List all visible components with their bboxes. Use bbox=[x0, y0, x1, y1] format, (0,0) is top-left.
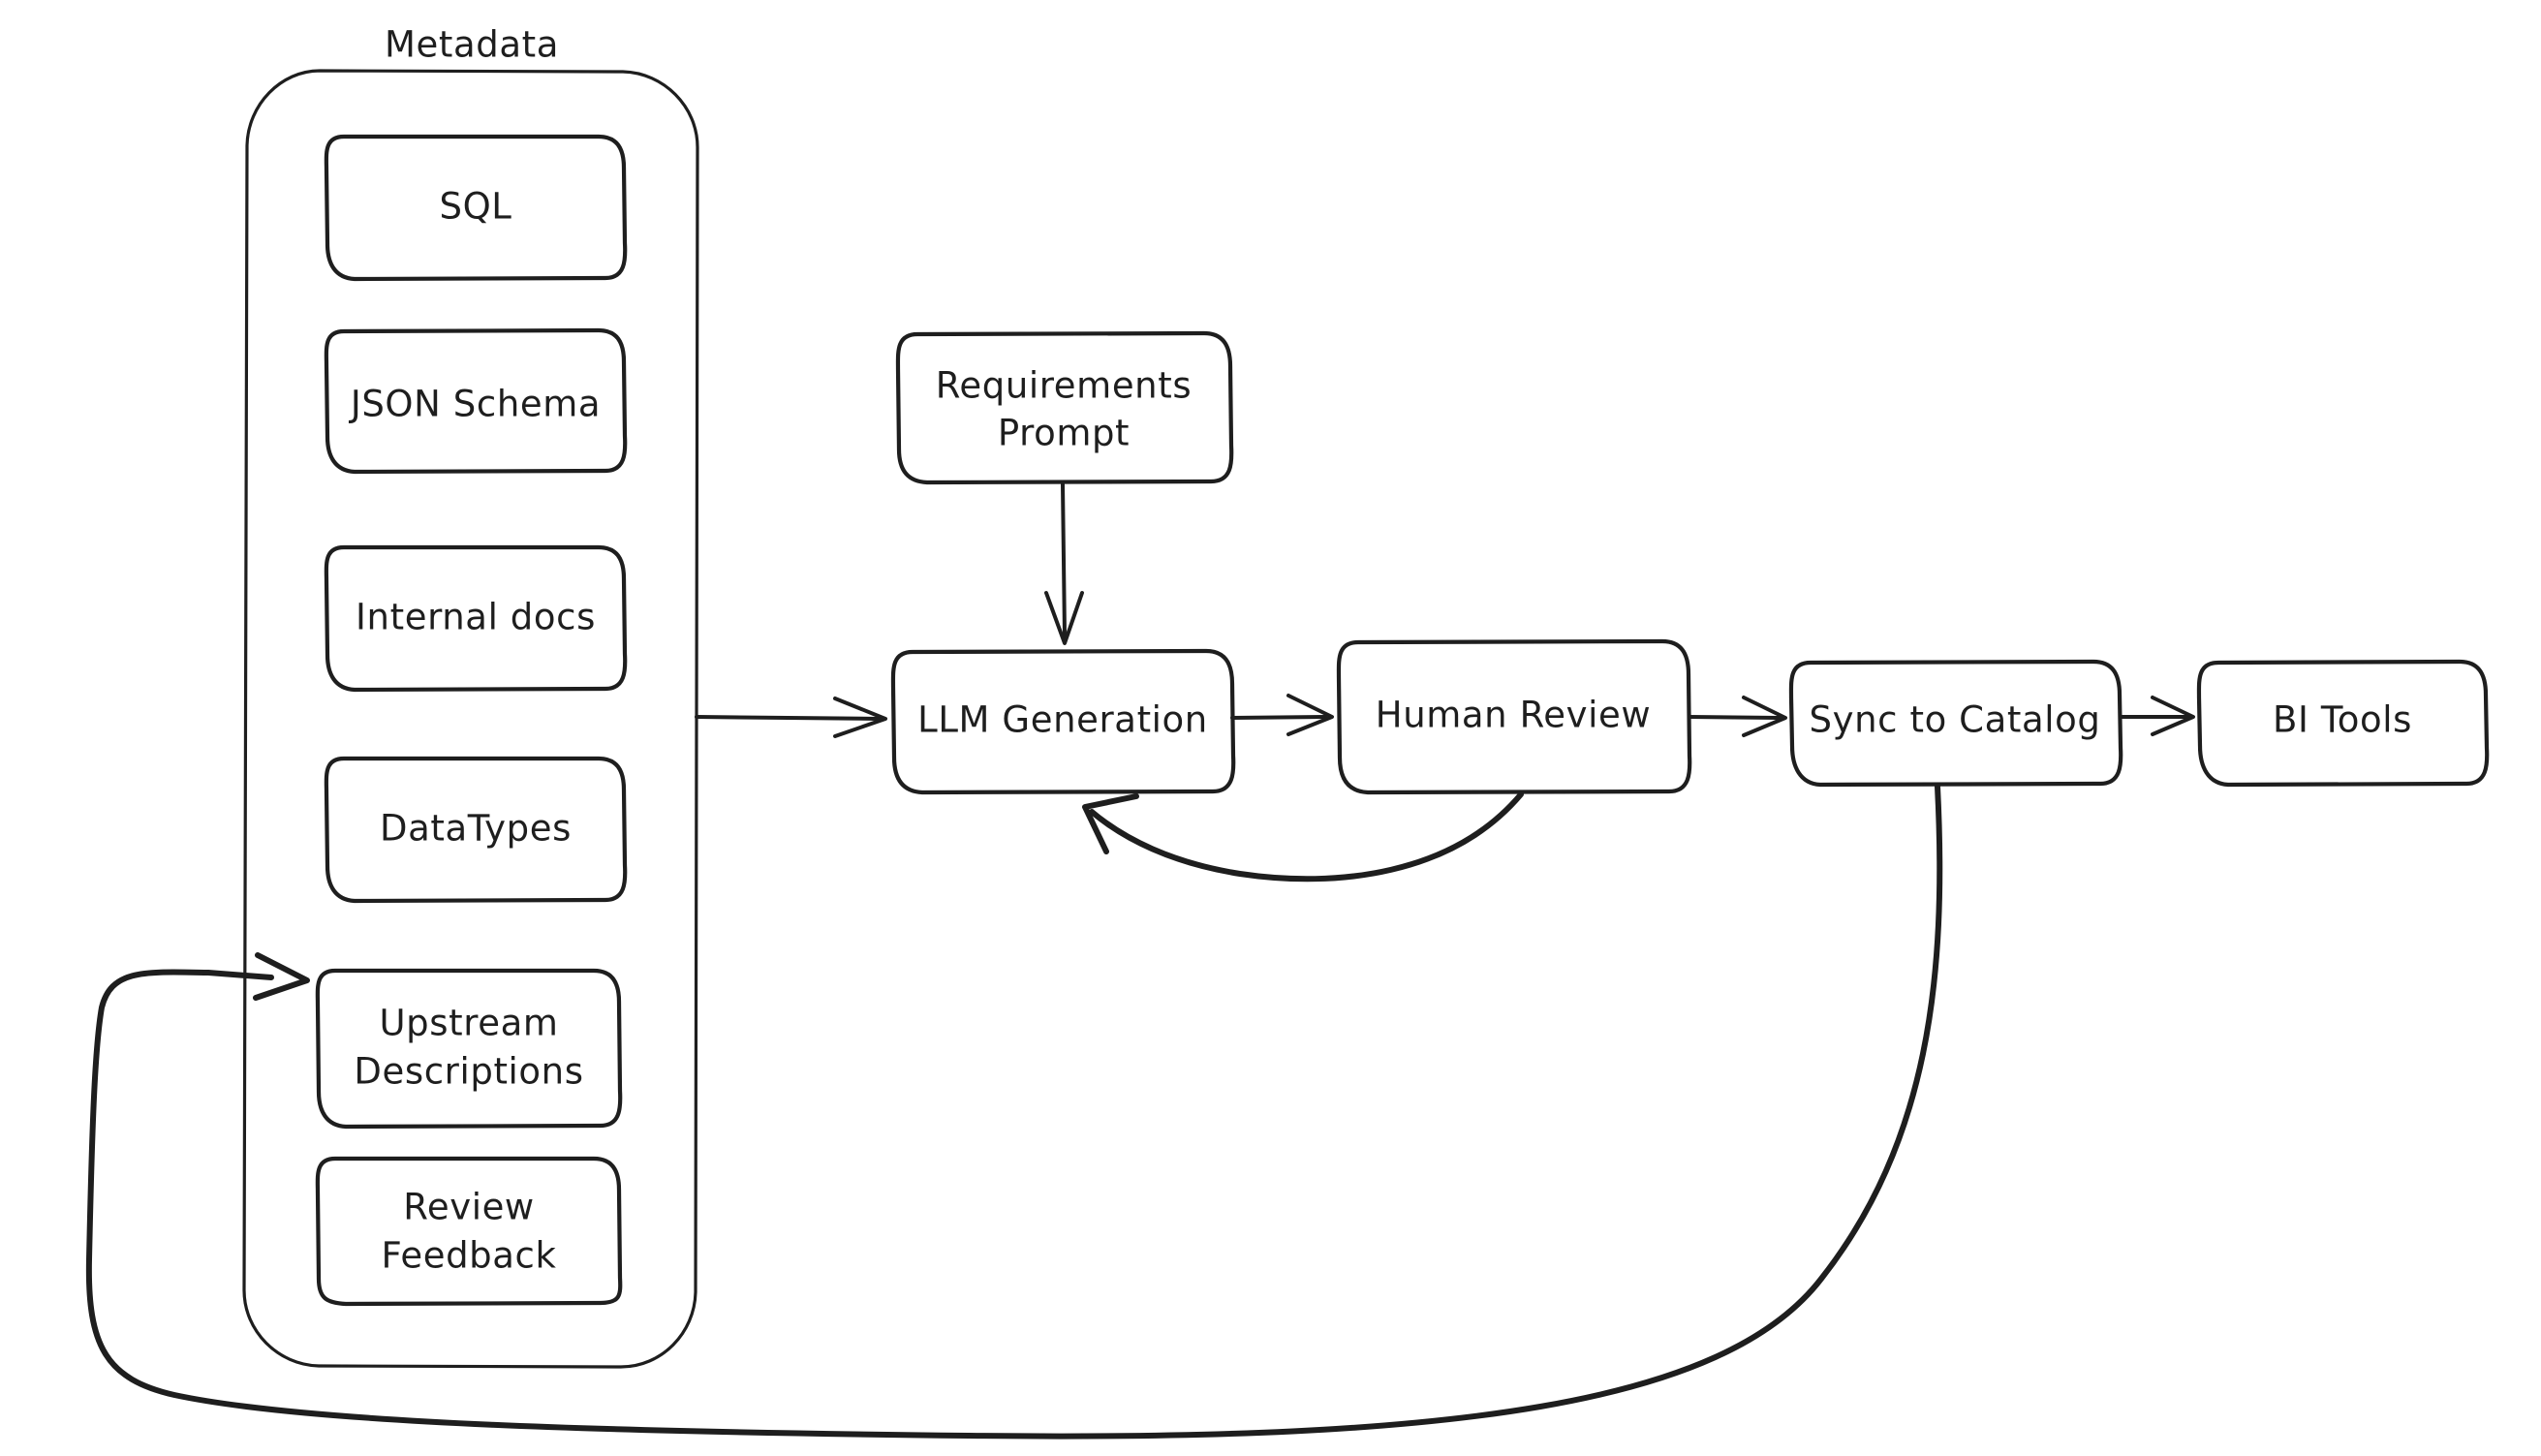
node-bi-tools-label: BI Tools bbox=[2273, 699, 2412, 741]
edge-requirements-prompt-to-llm-generation[interactable] bbox=[1044, 482, 1084, 645]
edge-sync-to-catalog-to-bi-tools[interactable] bbox=[2119, 696, 2195, 736]
node-json-schema[interactable]: JSON Schema bbox=[324, 327, 628, 475]
node-requirements-prompt-label-line1: Requirements bbox=[936, 365, 1192, 407]
node-requirements-prompt-label-line2: Prompt bbox=[998, 413, 1130, 454]
metadata-group-label: Metadata bbox=[385, 24, 559, 66]
node-sync-to-catalog[interactable]: Sync to Catalog bbox=[1788, 659, 2123, 788]
node-upstream-descriptions-label-line2: Descriptions bbox=[354, 1051, 583, 1093]
node-json-schema-label: JSON Schema bbox=[349, 384, 601, 425]
edge-metadata-to-llm-generation-line bbox=[695, 715, 882, 721]
node-internal-docs-shape bbox=[324, 544, 628, 693]
edge-human-review-to-llm-generation-feedback-line bbox=[1089, 791, 1524, 883]
node-datatypes[interactable]: DataTypes bbox=[324, 756, 628, 904]
metadata-group[interactable]: Metadata bbox=[242, 24, 699, 1369]
edge-human-review-to-llm-generation-feedback-arrowhead bbox=[1082, 793, 1139, 854]
edge-requirements-prompt-to-llm-generation-arrowhead bbox=[1044, 591, 1084, 645]
edge-metadata-to-llm-generation[interactable] bbox=[695, 697, 887, 738]
node-upstream-descriptions-shape bbox=[315, 968, 623, 1130]
node-sql-label: SQL bbox=[439, 186, 511, 228]
node-llm-generation[interactable]: LLM Generation bbox=[890, 648, 1236, 795]
node-review-feedback-label-line2: Feedback bbox=[381, 1235, 556, 1277]
edge-sync-to-catalog-to-upstream-descriptions[interactable] bbox=[85, 784, 1943, 1440]
node-human-review[interactable]: Human Review bbox=[1336, 638, 1692, 795]
edge-sync-to-catalog-to-upstream-descriptions-arrowhead bbox=[253, 952, 310, 1001]
node-review-feedback-label-line1: Review bbox=[403, 1187, 535, 1228]
node-requirements-prompt-shape bbox=[895, 330, 1234, 485]
node-sync-to-catalog-shape bbox=[1788, 659, 2123, 788]
node-upstream-descriptions-label-line1: Upstream bbox=[379, 1003, 558, 1044]
node-sync-to-catalog-label: Sync to Catalog bbox=[1810, 699, 2101, 741]
node-llm-generation-shape bbox=[890, 648, 1236, 795]
edge-llm-generation-to-human-review[interactable] bbox=[1230, 694, 1334, 736]
metadata-group-border bbox=[242, 69, 699, 1369]
edge-metadata-to-llm-generation-arrowhead bbox=[833, 697, 887, 738]
edge-sync-to-catalog-to-upstream-descriptions-line bbox=[85, 784, 1943, 1440]
edge-human-review-to-sync-to-catalog-line bbox=[1688, 715, 1781, 720]
node-review-feedback-shape bbox=[315, 1156, 623, 1307]
node-datatypes-shape bbox=[324, 756, 628, 904]
edge-human-review-to-sync-to-catalog-arrowhead bbox=[1742, 696, 1787, 737]
node-sql[interactable]: SQL bbox=[324, 134, 628, 282]
edge-requirements-prompt-to-llm-generation-line bbox=[1061, 482, 1067, 637]
node-internal-docs[interactable]: Internal docs bbox=[324, 544, 628, 693]
node-llm-generation-label: LLM Generation bbox=[917, 699, 1208, 741]
node-bi-tools-shape bbox=[2196, 659, 2490, 788]
node-sql-shape bbox=[324, 134, 628, 282]
edge-sync-to-catalog-to-bi-tools-arrowhead bbox=[2151, 696, 2195, 736]
edge-llm-generation-to-human-review-line bbox=[1230, 715, 1327, 720]
edge-llm-generation-to-human-review-arrowhead bbox=[1286, 694, 1334, 736]
node-internal-docs-label: Internal docs bbox=[356, 597, 596, 638]
node-human-review-shape bbox=[1336, 638, 1692, 795]
node-review-feedback[interactable]: Review Feedback bbox=[315, 1156, 623, 1307]
edge-human-review-to-sync-to-catalog[interactable] bbox=[1688, 696, 1787, 737]
edge-human-review-to-llm-generation-feedback[interactable] bbox=[1082, 791, 1524, 883]
node-bi-tools[interactable]: BI Tools bbox=[2196, 659, 2490, 788]
node-requirements-prompt[interactable]: Requirements Prompt bbox=[895, 330, 1234, 485]
node-datatypes-label: DataTypes bbox=[380, 808, 572, 850]
node-human-review-label: Human Review bbox=[1376, 695, 1651, 736]
node-json-schema-shape bbox=[324, 327, 628, 475]
node-upstream-descriptions[interactable]: Upstream Descriptions bbox=[315, 968, 623, 1130]
